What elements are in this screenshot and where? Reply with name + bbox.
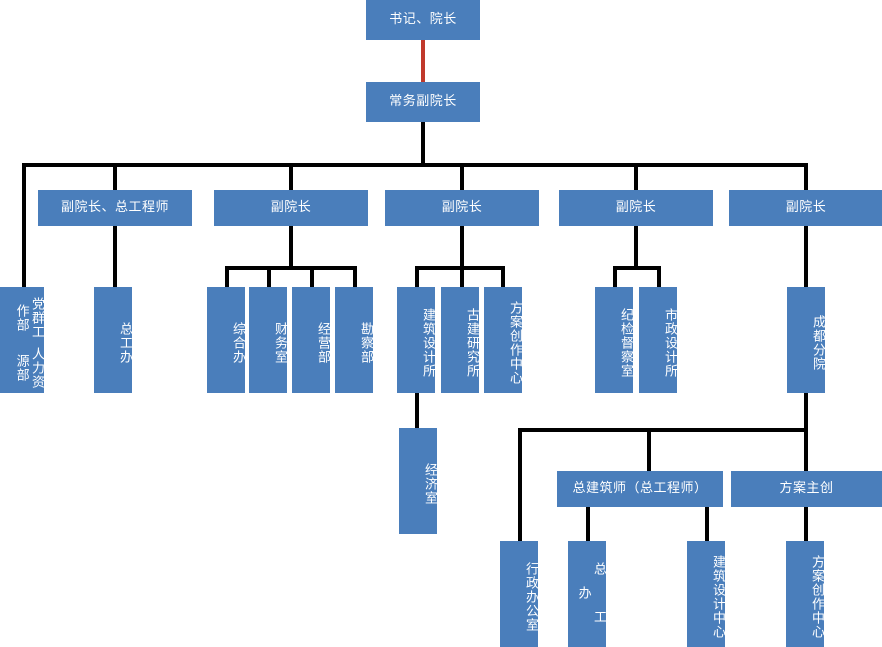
connector-chief-architect-drop-1: [586, 507, 590, 541]
node-label: 副院长: [441, 200, 483, 216]
node-label: 纪检督察室: [618, 308, 633, 378]
node-finance-office[interactable]: 财务室: [249, 287, 287, 393]
node-label: 成都分院: [810, 315, 825, 371]
node-label: 书记、院长: [389, 12, 457, 28]
node-business-department[interactable]: 经营部: [292, 287, 330, 393]
node-ancient-architecture-institute[interactable]: 古建研究所: [441, 287, 479, 393]
connector-drop-vp2: [289, 163, 293, 190]
node-label: 综合办: [230, 322, 245, 364]
connector-chief-architect-drop-2: [705, 507, 709, 541]
node-municipal-design-institute[interactable]: 市政设计所: [639, 287, 677, 393]
connector-drop-hr-party: [22, 163, 26, 287]
connector-drop-vp3: [460, 163, 464, 190]
node-economics-office[interactable]: 经济室: [399, 428, 437, 534]
node-chief-architect[interactable]: 总建筑师（总工程师）: [557, 471, 723, 507]
connector-vp3-drop-1: [415, 266, 419, 287]
connector-vp1-stem: [113, 226, 117, 287]
connector-l2-drop: [421, 122, 425, 165]
connector-main-bus: [22, 163, 808, 167]
node-label: 方案主创: [779, 481, 834, 497]
node-label: 总建筑师（总工程师）: [572, 481, 708, 497]
node-label: 财务室: [272, 322, 287, 364]
node-label: 行政办公室: [523, 562, 538, 632]
node-chief-engineer-office[interactable]: 总工办: [94, 287, 132, 393]
node-architectural-design-institute[interactable]: 建筑设计所: [397, 287, 435, 393]
node-label-party-affairs: 党群工作部: [13, 297, 44, 339]
node-label-hr: 人力资源部: [13, 347, 44, 389]
connector-vp5-stem: [804, 226, 808, 287]
connector-vp4-bus: [613, 266, 661, 270]
node-vp-chief-engineer[interactable]: 副院长、总工程师: [38, 190, 192, 226]
node-executive-vice-president[interactable]: 常务副院长: [366, 82, 480, 122]
connector-drop-vp5: [804, 163, 808, 190]
connector-chengdu-drop-admin: [518, 428, 522, 541]
node-hr-and-party-affairs[interactable]: 党群工作部 人力资源部: [0, 287, 44, 393]
node-secretary-president[interactable]: 书记、院长: [366, 0, 480, 40]
node-label: 总工办: [117, 322, 132, 364]
node-architectural-design-center[interactable]: 建筑设计中心: [687, 541, 725, 647]
node-chengdu-branch[interactable]: 成都分院: [787, 287, 825, 393]
connector-vp2-drop-3: [310, 266, 314, 287]
node-label: 方案创作中心: [809, 555, 824, 639]
node-vp-inspection[interactable]: 副院长: [559, 190, 713, 226]
connector-vp2-drop-4: [353, 266, 357, 287]
node-label: 常务副院长: [389, 94, 457, 110]
connector-chengdu-drop-lead-designer: [804, 428, 808, 471]
node-vp-branch[interactable]: 副院长: [729, 190, 882, 226]
node-vp-admin[interactable]: 副院长: [214, 190, 368, 226]
node-label: 经营部: [315, 322, 330, 364]
node-label: 建筑设计中心: [710, 555, 725, 639]
node-label: 古建研究所: [464, 308, 479, 378]
connector-adi-to-economics: [415, 393, 419, 428]
node-label: 副院长: [615, 200, 657, 216]
node-label: 经济室: [422, 463, 437, 505]
connector-chengdu-drop-chief-architect: [647, 428, 651, 471]
node-scheme-creation-center[interactable]: 方案创作中心: [484, 287, 522, 393]
node-lead-scheme-designer[interactable]: 方案主创: [731, 471, 882, 507]
node-label: 勘察部: [358, 322, 373, 364]
connector-vp2-bus: [225, 266, 357, 270]
node-chengdu-scheme-creation-center[interactable]: 方案创作中心: [786, 541, 824, 647]
connector-vp3-drop-2: [460, 266, 464, 287]
node-label: 方案创作中心: [507, 301, 522, 385]
node-administrative-office[interactable]: 行政办公室: [500, 541, 538, 647]
connector-vp4-drop-1: [613, 266, 617, 287]
node-label: 副院长、总工程师: [60, 200, 169, 216]
connector-vp4-stem: [634, 226, 638, 266]
connector-chengdu-bus: [518, 428, 808, 432]
node-discipline-inspection-office[interactable]: 纪检督察室: [595, 287, 633, 393]
connector-vp2-drop-1: [225, 266, 229, 287]
connector-vp2-stem: [289, 226, 293, 266]
connector-vp3-drop-3: [501, 266, 505, 287]
connector-red-root: [421, 40, 425, 82]
node-label: 副院长: [785, 200, 827, 216]
connector-lead-designer-drop: [804, 507, 808, 541]
node-vp-design[interactable]: 副院长: [385, 190, 539, 226]
node-label: 建筑设计所: [420, 308, 435, 378]
node-label: 副院长: [270, 200, 312, 216]
node-survey-department[interactable]: 勘察部: [335, 287, 373, 393]
connector-vp3-stem: [460, 226, 464, 266]
connector-chengdu-stem: [804, 393, 808, 432]
connector-drop-vp1: [113, 163, 117, 190]
node-chengdu-chief-engineer-office[interactable]: 总 工 办: [568, 541, 606, 647]
connector-vp2-drop-2: [267, 266, 271, 287]
node-label: 市政设计所: [662, 308, 677, 378]
connector-drop-vp4: [634, 163, 638, 190]
node-label-group: 党群工作部 人力资源部: [13, 293, 44, 393]
node-general-office[interactable]: 综合办: [207, 287, 245, 393]
node-label: 总 工 办: [575, 561, 606, 633]
connector-vp4-drop-2: [657, 266, 661, 287]
